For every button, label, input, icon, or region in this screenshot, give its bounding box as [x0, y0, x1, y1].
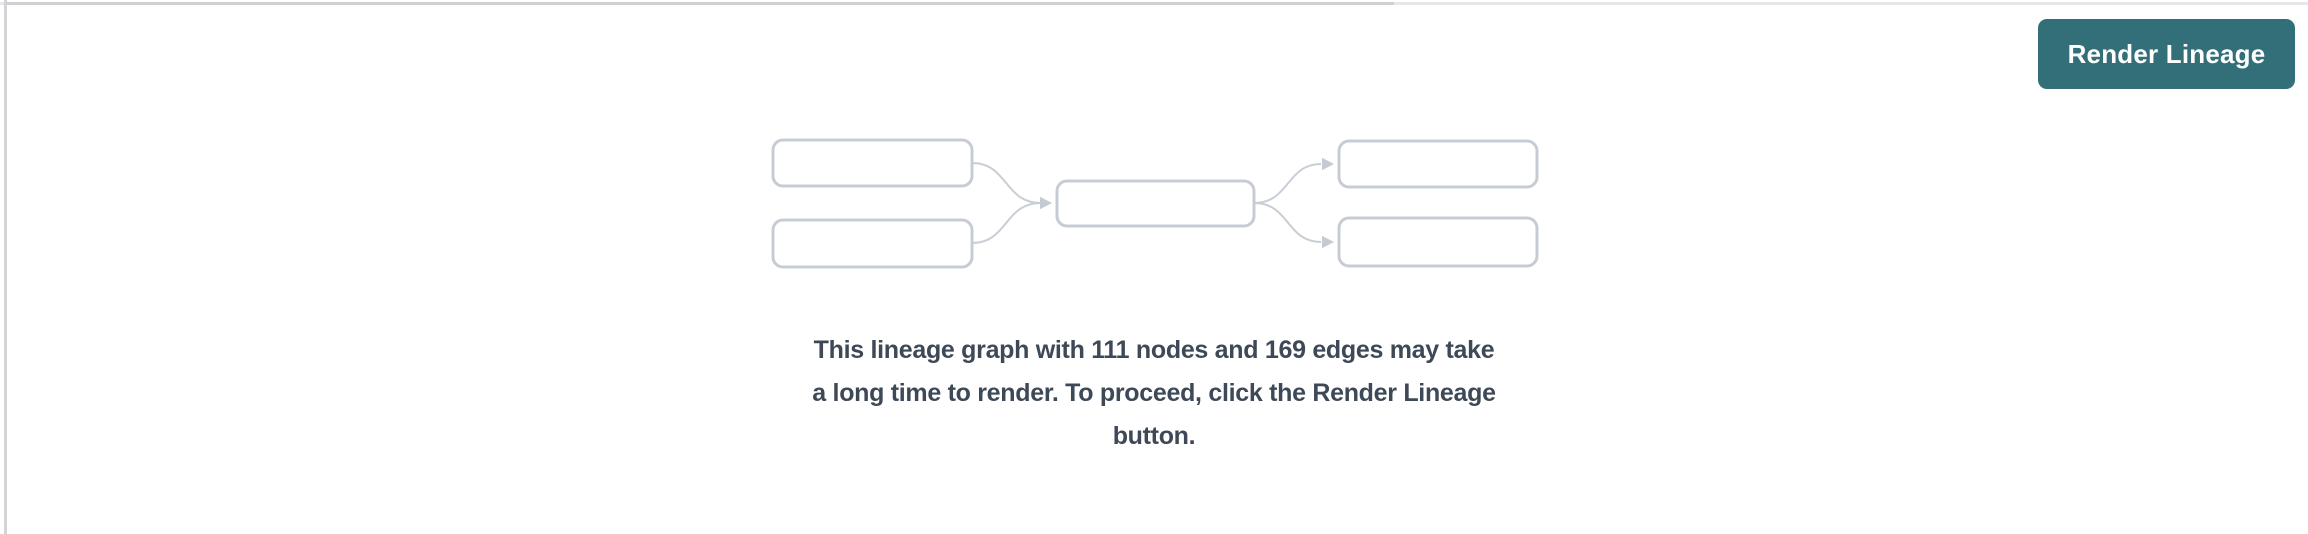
- graph-nodes: [771, 138, 1539, 269]
- render-lineage-button[interactable]: Render Lineage: [2038, 19, 2295, 89]
- lineage-warning-message: This lineage graph with 111 nodes and 16…: [812, 329, 1496, 458]
- lineage-warning-line-1: This lineage graph with 111 nodes and 16…: [813, 336, 1495, 364]
- edge-bottom-left-to-center: [971, 202, 1042, 244]
- edge-top-left-to-center: [971, 162, 1042, 204]
- graph-edges: [971, 162, 1322, 244]
- arrowhead-into-top-right: [1322, 157, 1334, 171]
- graph-node-bottom-left: [771, 218, 974, 269]
- graph-node-bottom-right: [1337, 216, 1539, 268]
- graph-node-top-right: [1337, 139, 1539, 189]
- arrowhead-into-bottom-right: [1322, 235, 1334, 249]
- horizontal-scrollbar-thumb[interactable]: [6, 2, 1394, 5]
- graph-arrowheads: [1040, 157, 1334, 249]
- render-lineage-button-label: Render Lineage: [2067, 38, 2266, 69]
- edge-center-to-top-right: [1253, 163, 1322, 204]
- graph-node-top-left: [771, 138, 974, 188]
- panel-left-divider: [4, 0, 7, 534]
- arrowhead-into-center: [1040, 196, 1052, 210]
- edge-center-to-bottom-right: [1253, 202, 1322, 243]
- graph-node-center: [1055, 179, 1256, 228]
- lineage-warning-line-2: a long time to render. To proceed, click…: [812, 379, 1496, 407]
- lineage-warning-line-3: button.: [1112, 422, 1196, 450]
